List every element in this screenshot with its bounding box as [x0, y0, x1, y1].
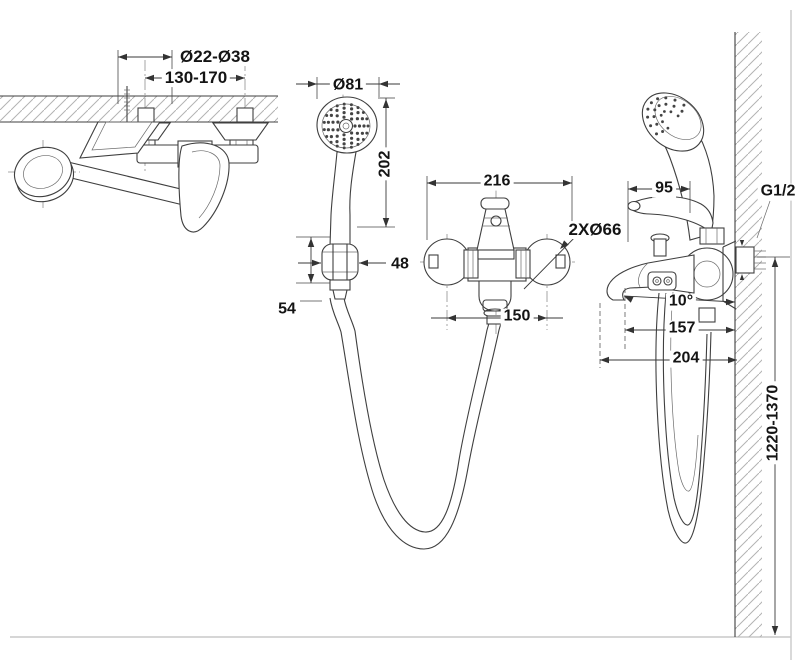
dim-lever-length: 95	[652, 180, 676, 198]
dim-hole-spacing: 130-170	[161, 69, 231, 87]
g12-connection	[735, 246, 755, 274]
dim-escutcheon-diameter: Ø22-Ø38	[177, 48, 253, 66]
mixer-lever-front	[480, 197, 510, 210]
wall-hatch-right	[735, 32, 762, 637]
dim-head-diameter: Ø81	[329, 77, 367, 95]
dim-body-width: 216	[480, 173, 514, 191]
handshower-handle	[329, 151, 357, 247]
front-view	[420, 176, 583, 336]
dim-shower-length: 202	[377, 147, 395, 181]
side-view	[599, 32, 790, 637]
dim-spout-reach: 157	[665, 320, 699, 338]
dim-spout-angle: 10°	[665, 293, 697, 311]
handshower-view	[296, 77, 504, 550]
dim-escutcheons: 2XØ66	[565, 221, 625, 239]
dimension-arrows	[118, 53, 779, 635]
dim-holder-height: 54	[275, 301, 299, 319]
shower-hose-side	[655, 292, 712, 544]
dim-center-distance: 150	[500, 308, 534, 326]
handshower-head-side	[641, 92, 705, 152]
shower-hose	[329, 297, 504, 550]
wall-bracket	[321, 243, 359, 281]
dim-connection-thread: G1/2	[757, 183, 799, 201]
top-view	[0, 50, 278, 233]
dim-holder-width: 48	[388, 256, 412, 274]
spout-front	[478, 280, 512, 312]
dim-total-depth: 204	[669, 350, 703, 368]
dim-install-height: 1220-1370	[765, 381, 783, 465]
